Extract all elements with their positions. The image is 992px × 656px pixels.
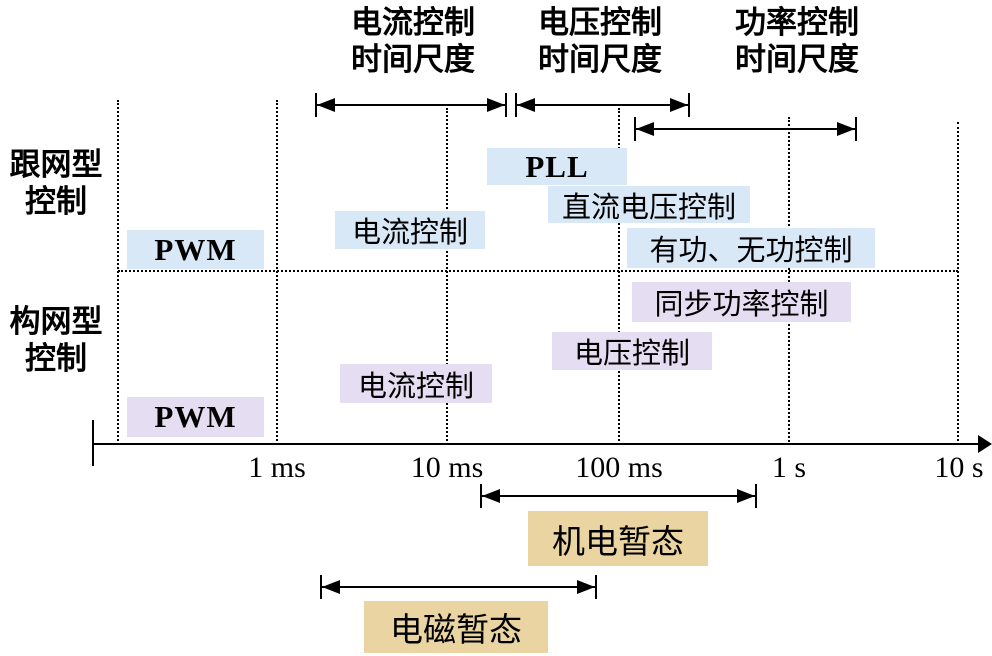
gridline-0p1ms <box>117 100 119 445</box>
row-separator <box>118 270 958 272</box>
arrow-head-right-icon <box>577 580 595 594</box>
arrow-head-right-icon <box>487 98 505 112</box>
header-power-line2: 时间尺度 <box>735 42 859 77</box>
gm-pwm-box: PWM <box>127 397 264 437</box>
axis-tick-10s: 10 s <box>934 451 984 484</box>
arrow-head-left-icon <box>322 580 340 594</box>
electromagnetic-transient-box: 电磁暂态 <box>364 601 548 653</box>
arrow-head-right-icon <box>837 122 855 136</box>
arrow-line <box>636 128 855 130</box>
axis-origin-tick <box>92 420 94 466</box>
arrow-head-left-icon <box>636 122 654 136</box>
power-control-timescale-arrow <box>634 117 857 141</box>
gridline-10s <box>957 122 959 445</box>
gridline-1s <box>788 117 790 445</box>
arrow-line <box>482 495 755 497</box>
current-control-timescale-arrow <box>315 93 507 117</box>
gridline-10ms <box>446 108 448 445</box>
axis-tick-1ms: 1 ms <box>248 451 306 484</box>
arrow-head-left-icon <box>517 98 535 112</box>
gm-current-control-box: 电流控制 <box>340 364 492 403</box>
arrow-line <box>517 104 688 106</box>
gf-dc-voltage-control-box: 直流电压控制 <box>548 186 750 224</box>
electromechanical-transient-box: 机电暂态 <box>528 511 708 566</box>
arrow-head-left-icon <box>482 489 500 503</box>
gf-active-reactive-control-box: 有功、无功控制 <box>627 228 875 268</box>
row-label-grid-following: 跟网型 控制 <box>0 146 112 220</box>
gf-current-control-box: 电流控制 <box>335 211 485 249</box>
voltage-control-timescale-arrow <box>515 93 690 117</box>
header-power-control-timescale: 功率控制 时间尺度 <box>707 4 887 78</box>
electromechanical-transient-arrow <box>480 484 757 508</box>
gf-pwm-box: PWM <box>127 230 264 269</box>
gm-sync-power-control-box: 同步功率控制 <box>632 282 851 322</box>
arrow-head-left-icon <box>317 98 335 112</box>
grid-following-line1: 跟网型 <box>9 147 103 182</box>
header-voltage-line2: 时间尺度 <box>538 42 662 77</box>
arrow-head-right-icon <box>670 98 688 112</box>
gf-pll-box: PLL <box>487 148 627 185</box>
grid-forming-line1: 构网型 <box>9 304 103 339</box>
grid-forming-line2: 控制 <box>25 341 87 376</box>
arrow-line <box>322 586 595 588</box>
header-voltage-line1: 电压控制 <box>538 5 662 40</box>
header-current-line1: 电流控制 <box>351 5 475 40</box>
header-voltage-control-timescale: 电压控制 时间尺度 <box>510 4 690 78</box>
arrow-line <box>317 104 505 106</box>
header-power-line1: 功率控制 <box>735 5 859 40</box>
header-current-line2: 时间尺度 <box>351 42 475 77</box>
electromagnetic-transient-arrow <box>320 575 597 599</box>
time-axis <box>93 443 980 445</box>
axis-tick-100ms: 100 ms <box>575 451 663 484</box>
axis-arrow-head-icon <box>978 435 992 453</box>
gridline-1ms <box>276 100 278 445</box>
gm-voltage-control-box: 电压控制 <box>552 332 712 370</box>
row-label-grid-forming: 构网型 控制 <box>0 303 112 377</box>
gridline-100ms <box>618 108 620 445</box>
axis-tick-1s: 1 s <box>771 451 807 484</box>
grid-following-line2: 控制 <box>25 184 87 219</box>
header-current-control-timescale: 电流控制 时间尺度 <box>323 4 503 78</box>
arrow-head-right-icon <box>737 489 755 503</box>
axis-tick-10ms: 10 ms <box>410 451 484 484</box>
